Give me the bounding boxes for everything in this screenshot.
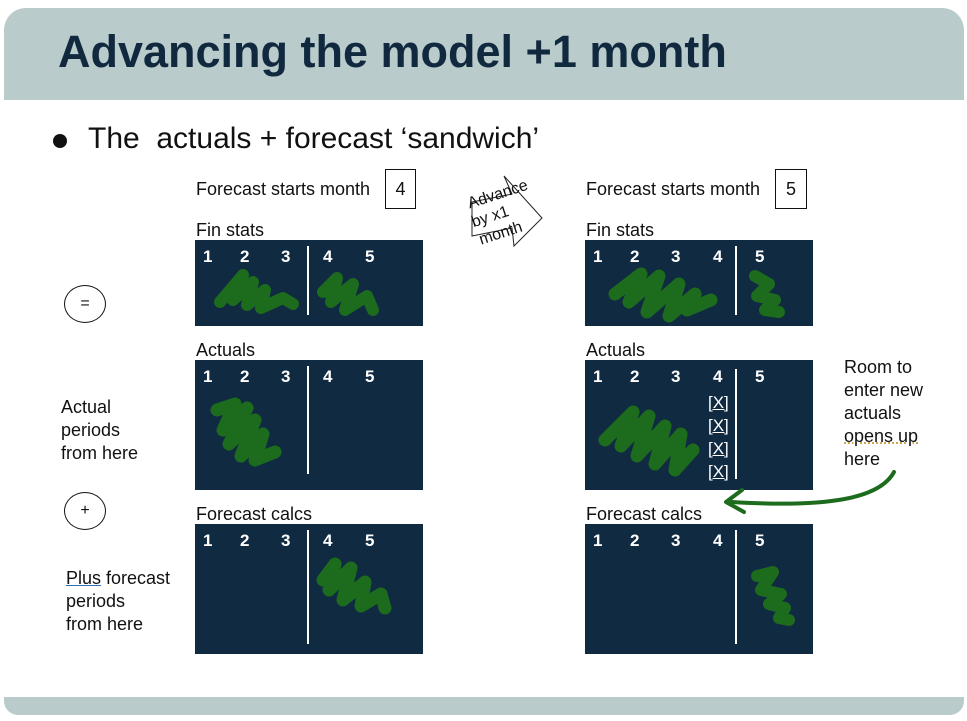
note-line: from here	[61, 443, 139, 463]
equals-operator: =	[64, 285, 106, 323]
scribble-mark	[608, 267, 785, 323]
month-1: 1	[593, 247, 603, 266]
month-4: 4	[323, 367, 333, 386]
scribble-mark	[316, 557, 392, 615]
month-1: 1	[593, 531, 603, 550]
month-1: 1	[203, 367, 213, 386]
scribble-mark	[214, 269, 379, 316]
scribble-mark	[210, 397, 282, 467]
month-2: 2	[240, 247, 250, 266]
month-2: 2	[240, 531, 250, 550]
month-5: 5	[365, 531, 375, 550]
plus-word: Plus	[66, 568, 102, 588]
left-forecast-value: 4	[385, 169, 416, 209]
right-fin-stats-panel: 1 2 3 4 5	[585, 240, 813, 326]
right-forecast-calcs-label: Forecast calcs	[586, 504, 703, 524]
page-title: Advancing the model +1 month	[58, 26, 727, 77]
actual-periods-note: Actual periods from here	[61, 396, 138, 465]
scribble-mark	[598, 405, 700, 477]
month-1: 1	[203, 531, 213, 550]
period-divider	[735, 246, 737, 315]
note-line: Room to	[844, 357, 913, 377]
month-1: 1	[203, 247, 213, 266]
note-text: forecast	[101, 568, 171, 588]
right-fin-stats-label: Fin stats	[586, 220, 655, 240]
period-divider	[307, 530, 309, 644]
month-2: 2	[240, 367, 250, 386]
month-5: 5	[755, 247, 765, 266]
period-divider	[307, 246, 309, 315]
period-divider	[307, 366, 309, 474]
title-bar	[4, 8, 964, 100]
footer-bar	[4, 697, 964, 715]
note-line: actuals	[844, 403, 902, 423]
period-divider	[735, 369, 737, 479]
month-3: 3	[671, 531, 681, 550]
period-divider	[735, 530, 737, 644]
note-line: Actual	[61, 397, 112, 417]
left-fin-stats-panel: 1 2 3 4 5	[195, 240, 423, 326]
right-forecast-value: 5	[775, 169, 807, 209]
note-line: here	[844, 449, 881, 469]
month-3: 3	[281, 531, 291, 550]
left-forecast-calcs-panel: 1 2 3 4 5	[195, 524, 423, 654]
note-line: opens up	[844, 426, 919, 446]
month-4: 4	[713, 247, 723, 266]
forecast-periods-note: Plus forecast periods from here	[66, 567, 170, 636]
note-line: Plus forecast	[66, 567, 170, 590]
month-3: 3	[281, 367, 291, 386]
left-actuals-label: Actuals	[196, 340, 256, 360]
note-line: periods	[66, 591, 126, 611]
note-line: enter new	[844, 380, 924, 400]
month-3: 3	[281, 247, 291, 266]
note-line: from here	[66, 614, 144, 634]
new-actual-entry: [X]	[708, 439, 729, 458]
right-actuals-label: Actuals	[586, 340, 646, 360]
new-actual-entry: [X]	[708, 462, 729, 481]
month-4: 4	[323, 531, 333, 550]
month-2: 2	[630, 531, 640, 550]
month-5: 5	[365, 367, 375, 386]
month-2: 2	[630, 247, 640, 266]
new-actual-entry: [X]	[708, 393, 729, 412]
room-note: Room to enter new actuals opens up here	[844, 356, 923, 471]
left-actuals-panel: 1 2 3 4 5	[195, 360, 423, 490]
month-3: 3	[671, 247, 681, 266]
month-1: 1	[593, 367, 603, 386]
bullet-text: The actuals + forecast ‘sandwich’	[88, 122, 540, 155]
note-line: periods	[61, 420, 121, 440]
month-3: 3	[671, 367, 681, 386]
bullet-dot	[53, 134, 67, 148]
right-forecast-label: Forecast starts month	[586, 179, 761, 199]
left-forecast-label: Forecast starts month	[196, 179, 371, 199]
month-4: 4	[713, 367, 723, 386]
new-actual-entry: [X]	[708, 416, 729, 435]
right-actuals-panel: 1 2 3 4 5 [X] [X] [X] [X]	[585, 360, 813, 490]
left-fin-stats-label: Fin stats	[196, 220, 265, 240]
plus-operator: +	[64, 492, 106, 530]
month-5: 5	[365, 247, 375, 266]
advance-chevron: Advance by x1 month	[466, 175, 543, 249]
month-4: 4	[713, 531, 723, 550]
left-forecast-calcs-label: Forecast calcs	[196, 504, 313, 524]
right-forecast-calcs-panel: 1 2 3 4 5	[585, 524, 813, 654]
scribble-mark	[751, 566, 795, 626]
month-5: 5	[755, 367, 765, 386]
month-4: 4	[323, 247, 333, 266]
month-5: 5	[755, 531, 765, 550]
month-2: 2	[630, 367, 640, 386]
